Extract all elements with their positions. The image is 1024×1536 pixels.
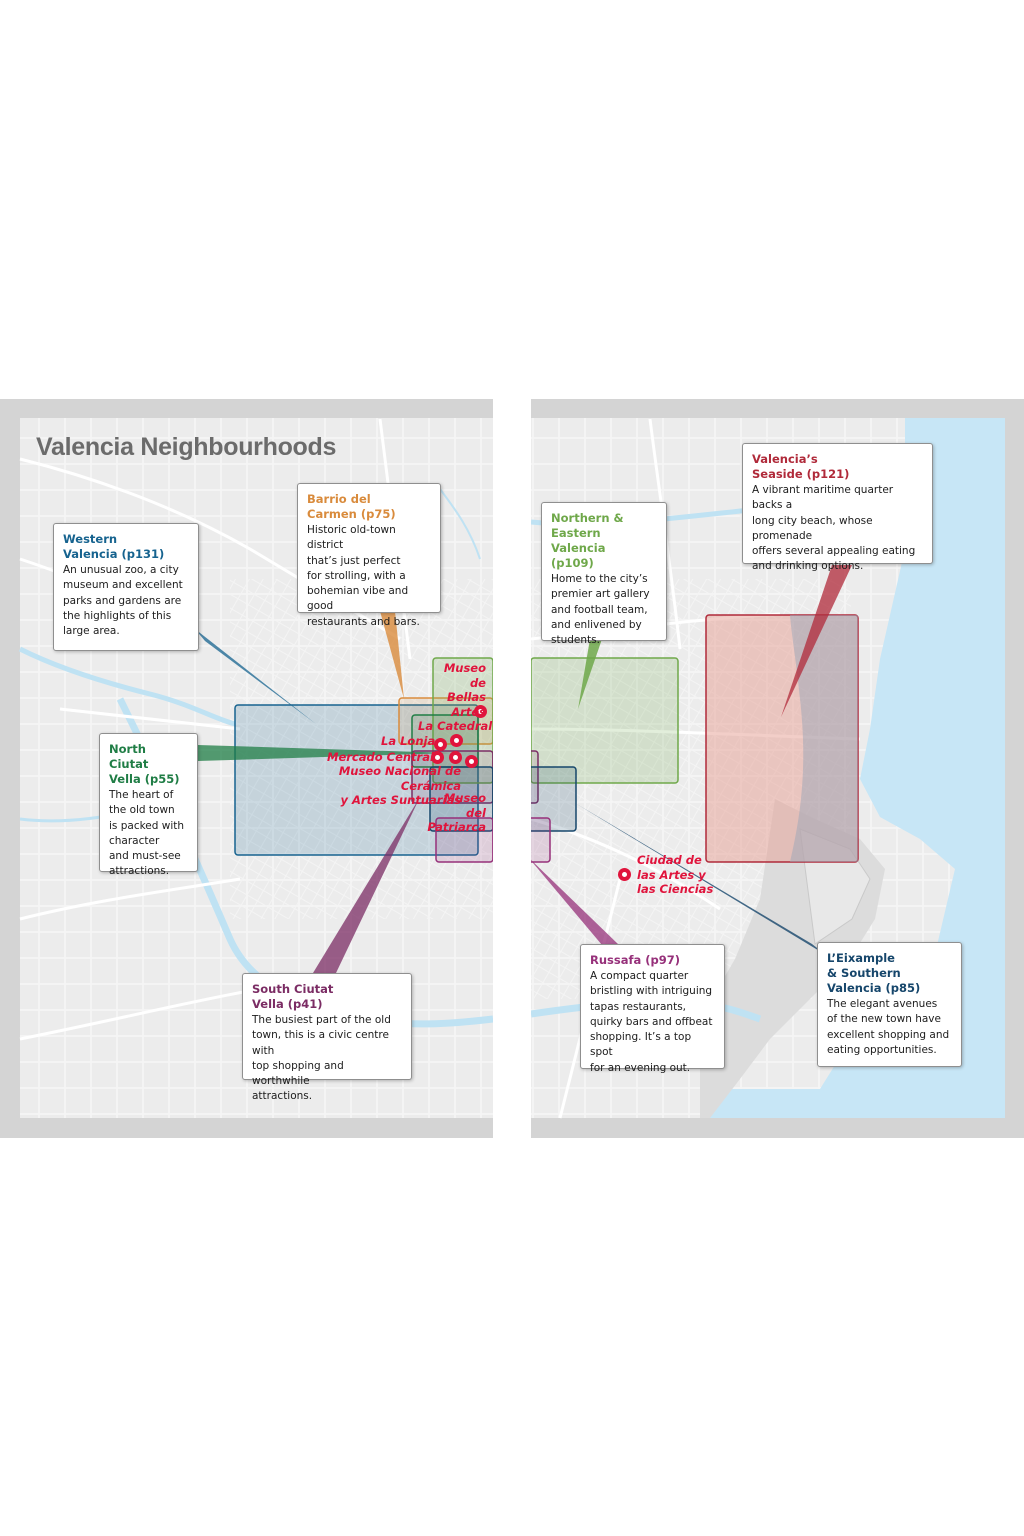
landmark-la-catedral[interactable]: La Catedral [418,719,493,733]
callout-desc: The busiest part of the old town, this i… [252,1014,391,1103]
callout-desc: Historic old-town district that’s just p… [307,524,420,628]
pointer-barrio [380,611,404,699]
landmark-marker-icon[interactable] [449,751,462,764]
landmark-marker-icon[interactable] [618,868,631,881]
landmark-mercado-central[interactable]: Mercado Central [327,750,434,764]
pointer-eixample [575,803,826,955]
landmark-museo-patriarca[interactable]: Museo del Patriarca [427,791,486,834]
pointer-russafa [528,857,619,945]
callout-title: North Ciutat Vella (p55) [109,742,180,786]
callout-title: L’Eixample & Southern Valencia (p85) [827,951,921,995]
callout-northern-eastern-valencia[interactable]: Northern & Eastern Valencia (p109) Home … [541,502,667,646]
callout-title: Western Valencia (p131) [63,532,165,561]
landmark-marker-icon[interactable] [474,705,487,718]
callout-title: Valencia’s Seaside (p121) [752,452,850,481]
pointer-northern [578,639,602,709]
callout-title: South Ciutat Vella (p41) [252,982,334,1011]
landmark-marker-icon[interactable] [450,734,463,747]
callout-north-ciutat-vella[interactable]: North Ciutat Vella (p55) The heart of th… [99,733,198,877]
callout-south-ciutat-vella[interactable]: South Ciutat Vella (p41) The busiest par… [242,973,412,1102]
pointer-seaside [781,565,852,717]
pointer-south-ciutat [313,797,420,973]
callout-desc: Home to the city’s premier art gallery a… [551,573,650,647]
callout-western-valencia[interactable]: Western Valencia (p131) An unusual zoo, … [53,523,199,651]
landmark-museo-bellas-artes[interactable]: Museo de Bellas Artes [443,661,486,719]
area-northern-right[interactable] [530,657,679,784]
callout-title: Northern & Eastern Valencia (p109) [551,511,624,570]
callout-title: Barrio del Carmen (p75) [307,492,396,521]
callout-leixample-southern-valencia[interactable]: L’Eixample & Southern Valencia (p85) The… [817,942,962,1067]
callout-barrio-del-carmen[interactable]: Barrio del Carmen (p75) Historic old-tow… [297,483,441,628]
page-title: Valencia Neighbourhoods [36,433,337,461]
callout-desc: A vibrant maritime quarter backs a long … [752,484,916,573]
turia-river [18,646,236,727]
pointer-western [195,629,316,724]
callout-desc: The elegant avenues of the new town have… [827,998,950,1056]
landmark-marker-icon[interactable] [431,751,444,764]
map-frame: Valencia Neighbourhoods Western Valencia… [0,399,1024,1138]
callout-desc: An unusual zoo, a city museum and excell… [63,564,183,638]
landmark-la-lonja[interactable]: La Lonja [381,734,436,748]
landmark-museo-ceramica[interactable]: Museo Nacional de Cerámica y Artes Suntu… [338,764,461,807]
callout-russafa[interactable]: Russafa (p97) A compact quarter bristlin… [580,944,725,1074]
page-gutter [493,399,531,1138]
callout-valencias-seaside[interactable]: Valencia’s Seaside (p121) A vibrant mari… [742,443,933,572]
area-western[interactable] [234,704,479,856]
sea [700,418,1005,1118]
landmark-ciudad-artes-ciencias[interactable]: Ciudad de las Artes y las Ciencias [637,853,714,896]
callout-title: Russafa (p97) [590,953,681,967]
callout-desc: A compact quarter bristling with intrigu… [590,970,713,1074]
landmark-marker-icon[interactable] [465,755,478,768]
callout-desc: The heart of the old town is packed with… [109,789,185,878]
landmark-marker-icon[interactable] [434,738,447,751]
pointer-north-ciutat [198,745,450,761]
